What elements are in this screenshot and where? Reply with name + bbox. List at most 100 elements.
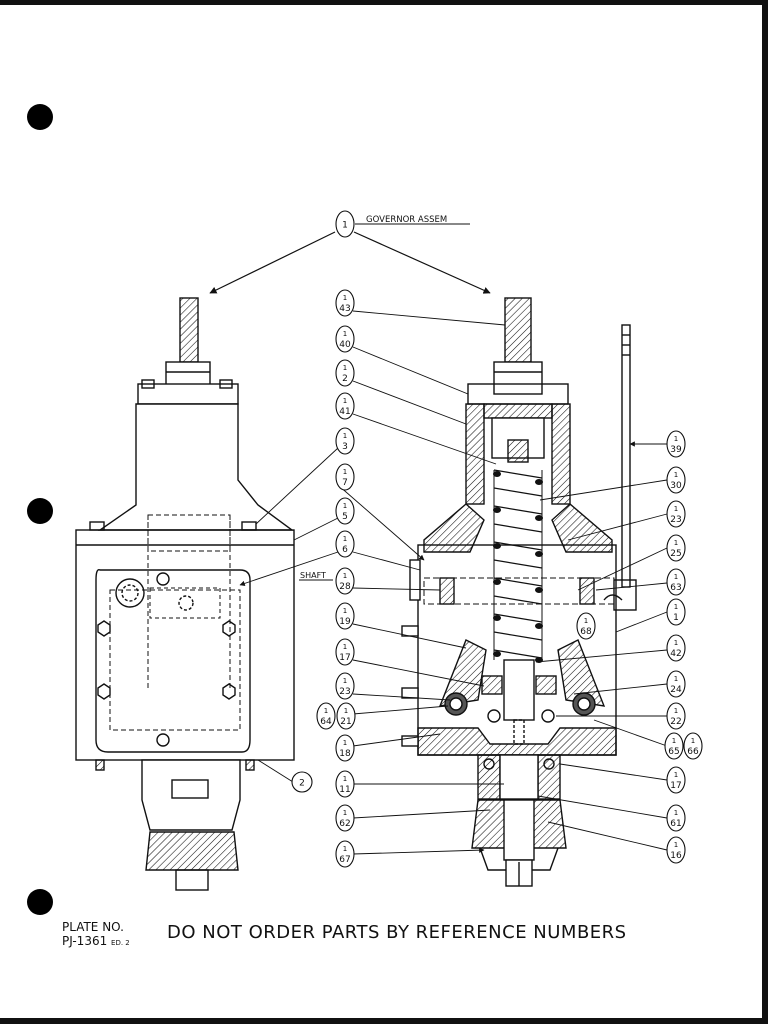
callout-bubble xyxy=(335,672,355,700)
callout-bubble xyxy=(335,289,355,317)
callout-number: 5 xyxy=(342,512,348,522)
callout-c41: 141 xyxy=(335,392,355,420)
callout-c5: 15 xyxy=(335,497,355,525)
shaft-label-group: SHAFT xyxy=(299,571,333,581)
callout-number: 18 xyxy=(339,749,351,759)
callout-bubble xyxy=(666,766,686,794)
callout-bubble xyxy=(335,840,355,868)
callout-bubble xyxy=(666,804,686,832)
callout-bubble xyxy=(666,466,686,494)
callout-number: 1 xyxy=(673,613,679,623)
callout-c21: 121 xyxy=(336,702,356,730)
callout-c17a: 117 xyxy=(335,638,355,666)
plate-edition: ED. 2 xyxy=(111,939,130,947)
callout-c19: 119 xyxy=(335,602,355,630)
callout-bubble xyxy=(335,734,355,762)
callout-prefix: 1 xyxy=(674,809,678,817)
callout-prefix: 1 xyxy=(674,603,678,611)
callout-c23r: 123 xyxy=(666,500,686,528)
callout-bubble xyxy=(666,598,686,626)
callout-bubble xyxy=(666,534,686,562)
section-adjusting-stud xyxy=(504,297,532,363)
callout-c65: 165 xyxy=(664,732,684,760)
callout-bubble xyxy=(576,612,596,640)
callout-prefix: 1 xyxy=(674,639,678,647)
callout-number: 19 xyxy=(339,617,351,627)
callout-prefix: 1 xyxy=(674,771,678,779)
callout-prefix: 1 xyxy=(674,573,678,581)
callout-number: 2 xyxy=(342,374,348,384)
callout-prefix: 1 xyxy=(343,739,347,747)
callout-number: 64 xyxy=(320,717,332,727)
callout-prefix: 1 xyxy=(674,539,678,547)
callout-number: 23 xyxy=(670,515,681,525)
callout-number: 28 xyxy=(339,582,351,592)
callout-number: 16 xyxy=(670,851,682,861)
callout-prefix: 1 xyxy=(324,707,328,715)
callout-bubble xyxy=(336,702,356,730)
callout-number: 39 xyxy=(670,445,682,455)
callout-c42: 142 xyxy=(666,634,686,662)
callout-number: 23 xyxy=(339,687,350,697)
callout-c28: 128 xyxy=(335,567,355,595)
callout-prefix: 1 xyxy=(584,617,588,625)
callout-number: 66 xyxy=(687,747,699,757)
callout-number: 40 xyxy=(339,340,351,350)
callout-bubble xyxy=(335,638,355,666)
callout-bubble xyxy=(335,804,355,832)
callout-c66: 166 xyxy=(683,732,703,760)
callout-bubble xyxy=(335,530,355,558)
callout-number: 24 xyxy=(670,685,682,695)
callout-prefix: 1 xyxy=(343,809,347,817)
callout-prefix: 1 xyxy=(343,364,347,372)
callout-c18: 118 xyxy=(335,734,355,762)
callout-number: 21 xyxy=(340,717,351,727)
callout-bubble xyxy=(664,732,684,760)
callout-c43: 143 xyxy=(335,289,355,317)
callout-number: 41 xyxy=(339,407,350,417)
callout-bubble xyxy=(335,427,355,455)
governor-exterior-view xyxy=(75,297,295,891)
callout-prefix: 1 xyxy=(674,471,678,479)
callout-c3a: 13 xyxy=(335,427,355,455)
callout-prefix: 1 xyxy=(674,505,678,513)
plate-number: PJ-1361 xyxy=(62,934,108,948)
callout-bubble xyxy=(335,770,355,798)
callout-c40: 140 xyxy=(335,325,355,353)
callout-bubble xyxy=(666,670,686,698)
callout-prefix: 1 xyxy=(343,397,347,405)
shaft-label: SHAFT xyxy=(300,571,326,580)
callout-c68: 168 xyxy=(576,612,596,640)
callout-prefix: 1 xyxy=(343,502,347,510)
callout-bubble xyxy=(666,430,686,458)
callout-c39: 139 xyxy=(666,430,686,458)
callout-bubble xyxy=(666,500,686,528)
callout-c30: 130 xyxy=(666,466,686,494)
callout-number: 43 xyxy=(339,304,350,314)
callout-number: 11 xyxy=(339,785,350,795)
callout-bubble xyxy=(335,325,355,353)
callout-prefix: 1 xyxy=(343,775,347,783)
governor-section-view xyxy=(401,297,637,887)
callout-bubble xyxy=(335,210,355,238)
callout-c61: 161 xyxy=(666,804,686,832)
callout-c24: 124 xyxy=(666,670,686,698)
callout-number: 65 xyxy=(668,747,679,757)
callout-prefix: 1 xyxy=(691,737,695,745)
callout-bubble xyxy=(666,634,686,662)
callout-bubbles: 1143140121411317151612811911712316412111… xyxy=(291,210,703,868)
callout-c2a: 12 xyxy=(335,359,355,387)
scan-edge-top xyxy=(0,0,768,5)
callout-c1r: 11 xyxy=(666,598,686,626)
callout-prefix: 1 xyxy=(343,294,347,302)
callout-c2b: 2 xyxy=(291,771,313,793)
binder-hole-icon xyxy=(27,889,53,915)
plate-label-caption: PLATE NO. xyxy=(62,920,124,934)
callout-number: 1 xyxy=(342,221,348,231)
callout-number: 2 xyxy=(299,779,305,789)
callout-prefix: 1 xyxy=(343,535,347,543)
callout-c22: 122 xyxy=(666,702,686,730)
callout-number: 61 xyxy=(670,819,681,829)
callout-bubble xyxy=(335,602,355,630)
